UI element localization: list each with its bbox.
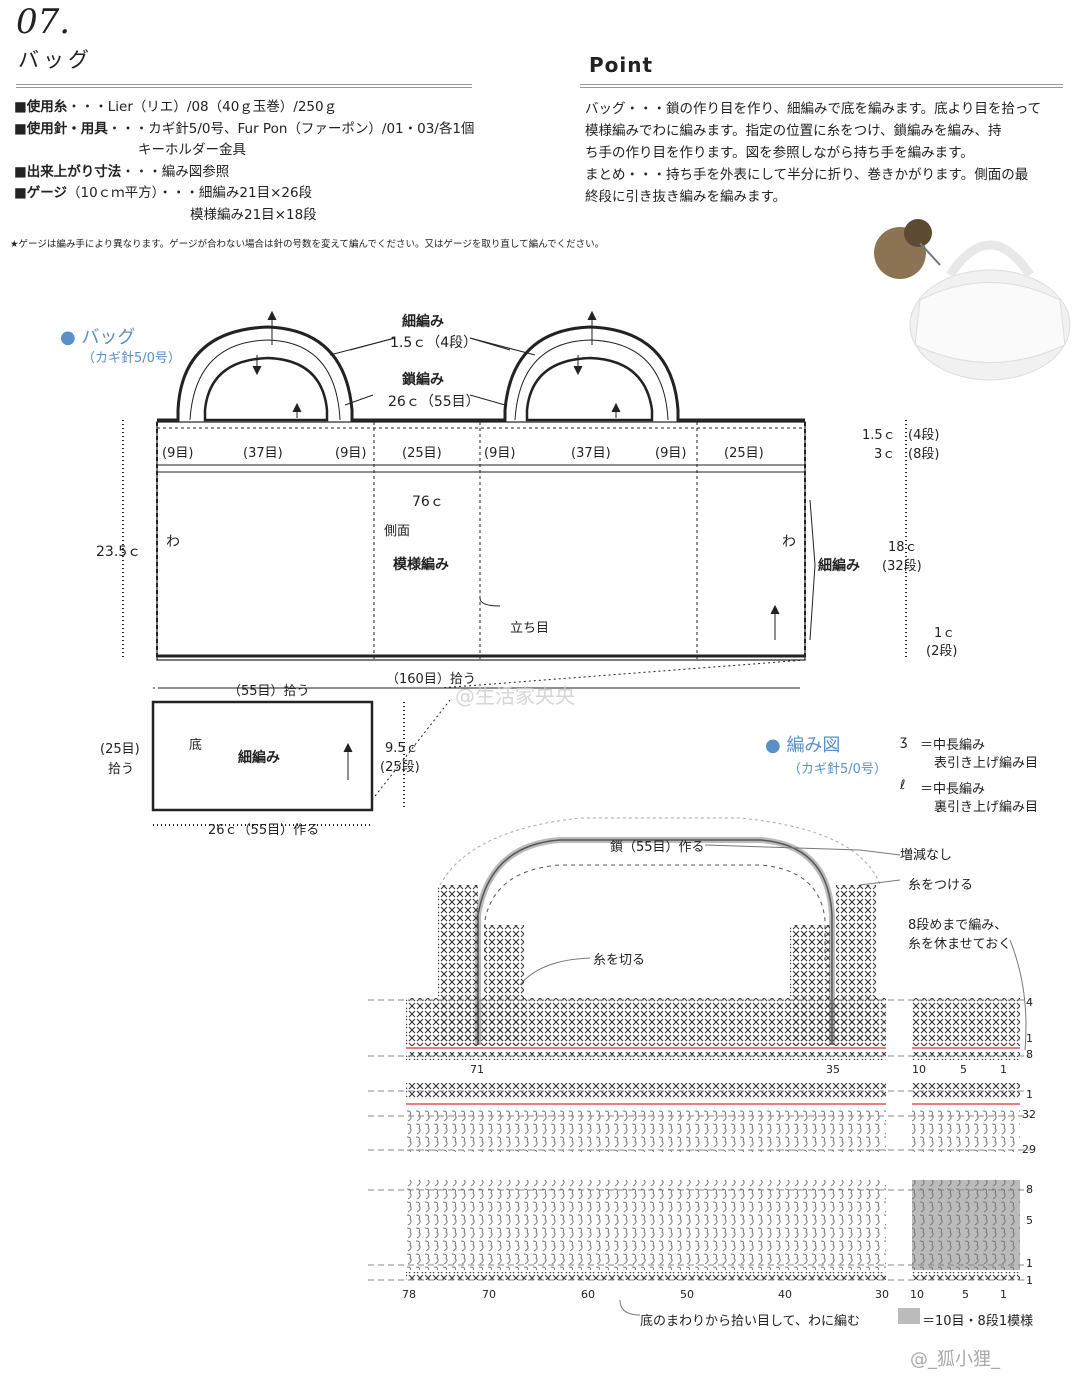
base-label: 底 [189, 738, 203, 753]
col-label: 35 [826, 1063, 840, 1076]
base-pickup: （55目）拾う [228, 684, 310, 699]
spec-line: キーホルダー金具 [138, 142, 246, 158]
row-label: 1 [1026, 1032, 1033, 1045]
legend-text: ＝中長編み [920, 782, 986, 797]
base-width: 26ｃ（55目）作る [208, 823, 320, 838]
bag-section-title: ● バッグ [60, 327, 136, 348]
page-title: バッグ [18, 48, 93, 72]
spec-line: ■出来上がり寸法・・・編み図参照 [14, 163, 230, 180]
pattern-number: 07. [16, 2, 71, 42]
stitch-count: (25目) [724, 446, 764, 461]
row-label: 8 [1026, 1048, 1033, 1061]
spec-line: ■ゲージ（10ｃｍ平方）・・・細編み21目×26段 [14, 185, 313, 201]
col-label: 10 [910, 1288, 924, 1301]
handle-chain-size: 26ｃ（55目） [388, 394, 480, 410]
dim-label: 1ｃ [934, 626, 956, 641]
legend-symbol-2: ℓ [900, 778, 906, 793]
wa-right: わ [782, 534, 796, 550]
col-label: 10 [912, 1063, 926, 1076]
col-label: 5 [960, 1063, 967, 1076]
watermark-corner: @_狐小狸_ [910, 1349, 1000, 1370]
legend-text: ＝中長編み [920, 738, 986, 753]
spec-line: 模様編み21目×18段 [190, 206, 317, 223]
col-label: 1 [1000, 1288, 1007, 1301]
row-label: 29 [1022, 1143, 1036, 1156]
col-label: 70 [482, 1288, 496, 1301]
row-label: 8 [1026, 1183, 1033, 1196]
col-label: 1 [1000, 1063, 1007, 1076]
legend-text: 裏引き上げ編み目 [934, 800, 1039, 815]
chart-section-title: ● 編み図 [765, 735, 841, 756]
dim-label: 1.5ｃ [862, 428, 896, 443]
dim-label: (4段) [908, 428, 940, 443]
stitch-count: (37目) [571, 446, 611, 461]
dim-label: (8段) [908, 447, 940, 462]
row-label: 1 [1026, 1257, 1033, 1270]
point-text: バッグ・・・鎖の作り目を作り、細編みで底を編みます。底より目を拾って 模様編みで… [585, 101, 1042, 205]
handle-sc-title: 細編み [402, 314, 444, 330]
tachime-label: 立ち目 [510, 621, 550, 636]
col-label: 5 [962, 1288, 969, 1301]
pattern-label: 模様編み [393, 557, 449, 573]
row-label: 1 [1026, 1274, 1033, 1287]
bag-schematic [122, 310, 907, 826]
row-label: 1 [1026, 1088, 1033, 1101]
no-change-label: 増減なし [900, 848, 953, 863]
chart-hook-size: （カギ針5/0号） [788, 762, 887, 777]
col-label: 78 [402, 1288, 416, 1301]
rest-label: 8段めまで編み、 [908, 918, 1008, 933]
col-label: 40 [778, 1288, 792, 1301]
stitch-count: (9目) [484, 446, 516, 461]
title-rule [16, 84, 472, 88]
stitch-count: (9目) [655, 446, 687, 461]
col-label: 30 [875, 1288, 889, 1301]
point-title: Point [589, 53, 654, 77]
chain-label: 鎖（55目）作る [610, 840, 705, 855]
dim-label: (2段) [926, 644, 958, 659]
point-rule [580, 84, 1063, 88]
watermark-center: @生活家央央 [455, 684, 575, 708]
dim-label: 18ｃ [888, 540, 918, 555]
bag-photo [874, 219, 1071, 381]
repeat-note: ＝10目・8段1模様 [922, 1314, 1034, 1329]
bottom-note: 底のまわりから拾い目して、わに編む [640, 1314, 860, 1329]
side-label: 側面 [384, 524, 411, 539]
stitch-count: (9目) [335, 446, 367, 461]
stitch-chart [368, 817, 1030, 1324]
legend-symbol-1: ʒ [900, 734, 908, 749]
col-label: 60 [581, 1288, 595, 1301]
attach-label: 糸をつける [908, 878, 974, 893]
pickup-bottom: （160目）拾う [386, 672, 476, 687]
row-label: 4 [1026, 996, 1033, 1009]
body-height: 23.5ｃ [96, 544, 142, 560]
stitch-count: (37目) [243, 446, 283, 461]
base-height-rows: (25段) [380, 760, 420, 775]
col-label: 71 [470, 1063, 484, 1076]
legend-text: 表引き上げ編み目 [934, 756, 1039, 771]
spec-line: ■使用針・用具・・・カギ針5/0号、Fur Pon（ファーポン）/01・03/各… [14, 120, 475, 137]
handle-sc-size: 1.5ｃ（4段） [390, 335, 478, 351]
bag-hook-size: （カギ針5/0号） [82, 351, 181, 366]
base-sc: 細編み [238, 750, 280, 766]
gauge-note: ★ゲージは編み手により異なります。ゲージが合わない場合は針の号数を変えて編んでく… [10, 239, 605, 250]
materials-list: ■使用糸・・・Lier（リエ）/08（40ｇ玉巻）/250ｇ ■使用針・用具・・… [14, 97, 474, 226]
handle-chain-title: 鎖編み [402, 372, 444, 388]
body-width: 76ｃ [412, 494, 444, 510]
base-left-count: (25目) [100, 742, 140, 757]
base-height: 9.5ｃ [385, 741, 419, 756]
cut-label: 糸を切る [593, 953, 646, 968]
row-label: 32 [1022, 1108, 1036, 1121]
base-left-pickup: 拾う [108, 762, 135, 777]
stitch-count: (25目) [402, 446, 442, 461]
row-label: 5 [1026, 1214, 1033, 1227]
dim-label: (32段) [882, 559, 922, 574]
col-label: 50 [680, 1288, 694, 1301]
right-sc-label: 細編み [818, 558, 860, 574]
rest-label: 糸を休ませておく [908, 937, 1012, 952]
wa-left: わ [166, 534, 180, 550]
stitch-count: (9目) [162, 446, 194, 461]
dim-label: 3ｃ [874, 447, 896, 462]
spec-line: ■使用糸・・・Lier（リエ）/08（40ｇ玉巻）/250ｇ [14, 99, 338, 115]
